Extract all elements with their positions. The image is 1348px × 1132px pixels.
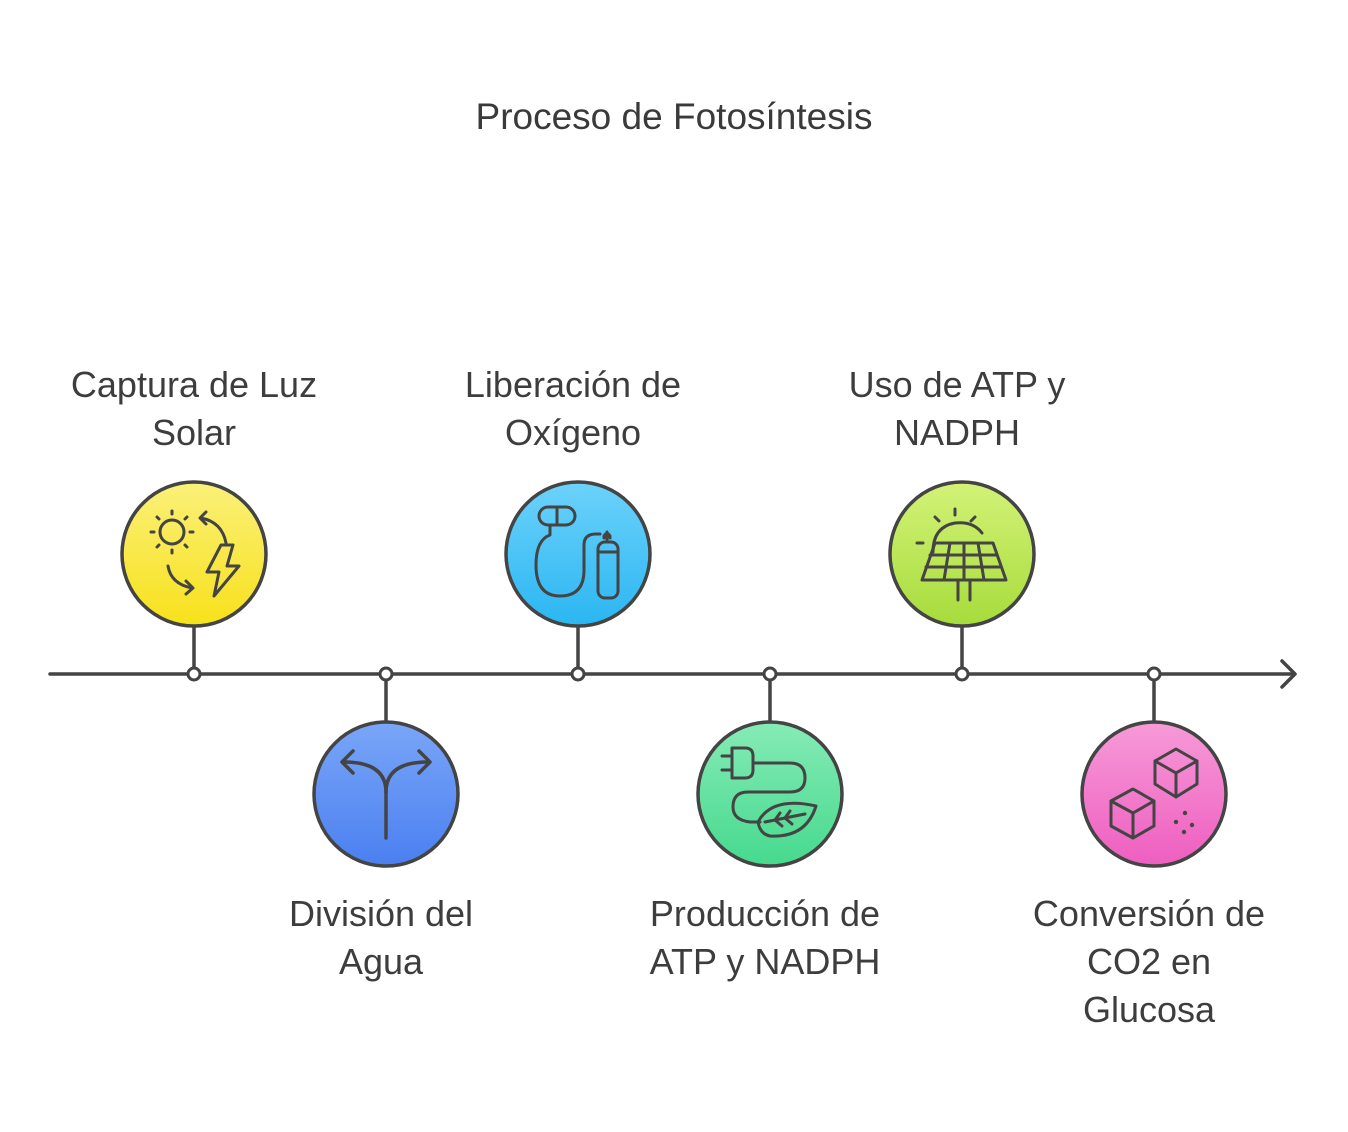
step-label-liberacion-oxigeno: Liberación de Oxígeno xyxy=(464,364,682,453)
timeline-node xyxy=(1146,666,1162,682)
plug-leaf-icon xyxy=(720,746,818,838)
split-arrow-icon xyxy=(340,749,432,840)
step-captura-luz-solar xyxy=(120,480,268,682)
oxygen-tank-icon xyxy=(534,505,620,600)
step-circle xyxy=(1080,720,1228,868)
step-label-captura-luz-solar: Captura de Luz Solar xyxy=(70,364,318,453)
step-conversion-co2-glucosa xyxy=(1080,666,1228,868)
step-liberacion-oxigeno xyxy=(504,480,652,682)
sugar-grains xyxy=(1173,810,1195,835)
sugar-cubes-icon xyxy=(1109,747,1199,840)
diagram-title: Proceso de Fotosíntesis xyxy=(475,96,873,137)
timeline-node xyxy=(186,666,202,682)
step-label-conversion-co2-glucosa: Conversión de CO2 en Glucosa xyxy=(1032,893,1266,1030)
step-division-agua xyxy=(312,666,460,868)
step-uso-atp-nadph xyxy=(888,480,1036,682)
step-circle xyxy=(696,720,844,868)
step-label-produccion-atp-nadph: Producción de ATP y NADPH xyxy=(649,893,881,982)
step-label-uso-atp-nadph: Uso de ATP y NADPH xyxy=(848,364,1066,453)
timeline-node xyxy=(378,666,394,682)
step-circle xyxy=(504,480,652,628)
sun-energy-icon xyxy=(149,509,241,598)
timeline-node xyxy=(570,666,586,682)
step-label-division-agua: División del Agua xyxy=(288,893,474,982)
timeline-node xyxy=(762,666,778,682)
step-circle xyxy=(120,480,268,628)
timeline-node xyxy=(954,666,970,682)
timeline-arrowhead xyxy=(1280,659,1297,689)
solar-panel-icon xyxy=(915,507,1008,602)
step-produccion-atp-nadph xyxy=(696,666,844,868)
